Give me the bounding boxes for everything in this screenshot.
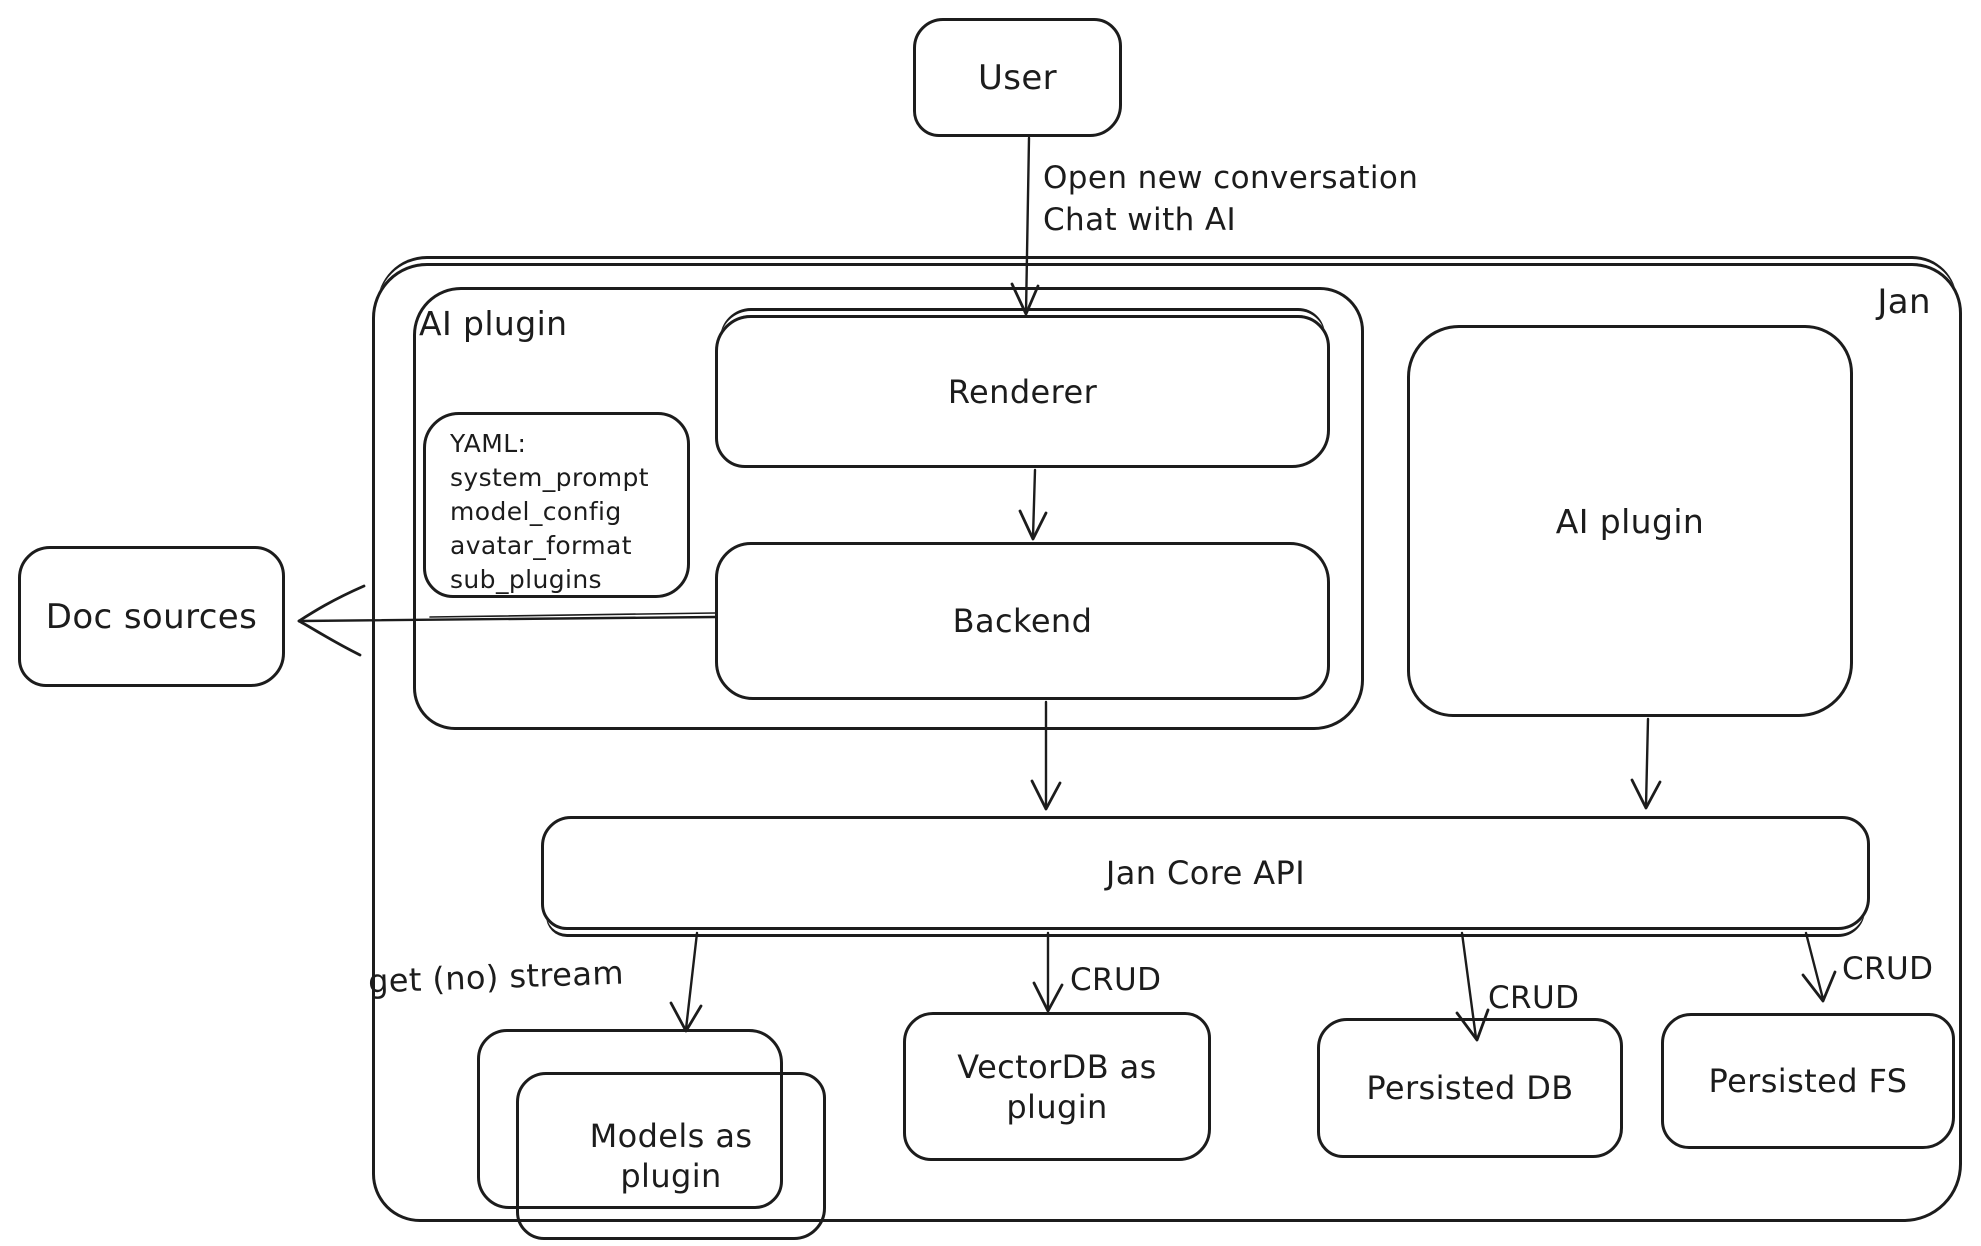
models-as-plugin-label: Models as plugin (589, 1117, 753, 1195)
jan-core-api-node: Jan Core API (541, 816, 1870, 930)
backend-node: Backend (715, 542, 1330, 700)
yaml-note-line: model_config (450, 497, 622, 526)
ai-plugin-right-node: AI plugin (1407, 325, 1853, 717)
yaml-config-note: YAML: system_prompt model_config avatar_… (423, 412, 690, 598)
persisted-fs-label: Persisted FS (1708, 1062, 1908, 1100)
persisted-db-label: Persisted DB (1366, 1069, 1574, 1107)
edge-label-crud-vectordb: CRUD (1070, 962, 1162, 998)
renderer-node: Renderer (715, 315, 1330, 468)
models-as-plugin-node: Models as plugin (516, 1072, 826, 1240)
yaml-note-line: sub_plugins (450, 565, 602, 594)
ai-plugin-left-container: AI plugin (413, 287, 1364, 730)
renderer-node-label: Renderer (947, 372, 1098, 411)
persisted-db-node: Persisted DB (1317, 1018, 1623, 1158)
jan-container: Jan (372, 263, 1962, 1222)
doc-sources-node: Doc sources (18, 546, 285, 687)
persisted-fs-node: Persisted FS (1661, 1013, 1955, 1149)
user-node: User (913, 18, 1122, 137)
yaml-note-line: system_prompt (450, 463, 649, 492)
edge-label-open-conversation: Open new conversation (1043, 160, 1419, 196)
backend-node-label: Backend (952, 602, 1093, 640)
user-node-label: User (977, 57, 1058, 98)
yaml-note-line: avatar_format (450, 531, 632, 560)
doc-sources-node-label: Doc sources (45, 596, 258, 637)
vectordb-as-plugin-label: VectorDB as plugin (957, 1047, 1157, 1126)
edge-label-crud-persisted-fs: CRUD (1842, 951, 1934, 987)
ai-plugin-left-label: AI plugin (419, 304, 568, 343)
ai-plugin-right-label: AI plugin (1555, 501, 1705, 541)
jan-container-label: Jan (1877, 282, 1931, 322)
jan-core-api-label: Jan Core API (1105, 854, 1306, 892)
yaml-note-line: YAML: (450, 429, 527, 458)
edge-label-crud-persisted-db: CRUD (1488, 980, 1580, 1016)
vectordb-as-plugin-node: VectorDB as plugin (903, 1012, 1211, 1161)
edge-label-chat-with-ai: Chat with AI (1043, 202, 1237, 238)
models-as-plugin-back-card (477, 1029, 783, 1209)
